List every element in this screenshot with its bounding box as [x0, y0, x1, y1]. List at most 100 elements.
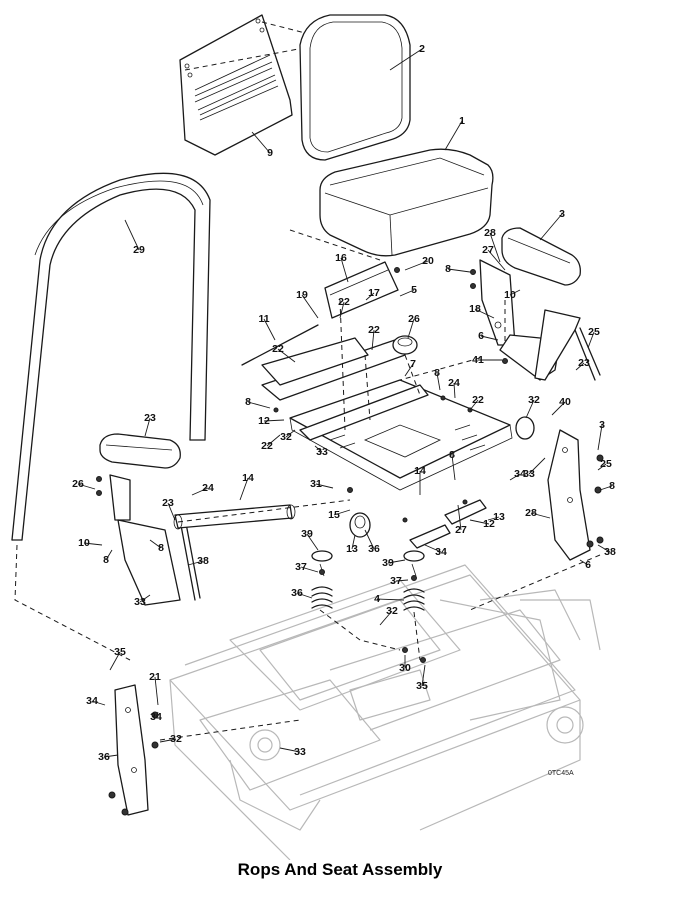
callout-leader	[597, 544, 611, 553]
callout-leader	[239, 477, 249, 501]
callout-label: 29	[133, 244, 145, 256]
callout-label: 24	[202, 482, 214, 494]
callout-leader	[301, 294, 319, 319]
callout-label: 39	[382, 557, 394, 569]
callout-label: 33	[134, 596, 146, 608]
callout-leader	[424, 544, 442, 553]
rops-mount-right	[547, 429, 591, 561]
callout-leader	[155, 711, 159, 718]
callout-leader	[575, 362, 585, 371]
callout-label: 21	[149, 671, 161, 683]
callout-label: 24	[448, 377, 460, 389]
callout-leader	[340, 257, 349, 283]
callout-leader	[404, 363, 414, 377]
callout-leader	[83, 542, 103, 546]
callout-label: 41	[472, 354, 484, 366]
slide-bar	[173, 504, 296, 530]
callout-leader	[139, 594, 151, 603]
callout-leader	[447, 268, 471, 273]
callout-leader	[144, 417, 151, 437]
callout-leader	[528, 457, 546, 475]
callout-label: 13	[493, 511, 505, 523]
callout-leader	[296, 592, 313, 599]
callout-leader	[480, 335, 499, 341]
callout-leader	[314, 445, 323, 453]
callout-label: 32	[528, 394, 540, 406]
callout-label: 37	[390, 575, 402, 587]
callout-leader	[404, 260, 429, 271]
seat-back-cushion	[299, 14, 411, 161]
callout-label: 38	[197, 555, 209, 567]
rod	[241, 324, 319, 366]
callout-leader	[379, 610, 393, 626]
callout-label: 8	[609, 480, 615, 492]
callout-label: 40	[559, 396, 571, 408]
callout-label: 35	[416, 680, 428, 692]
callout-label: 13	[346, 543, 358, 555]
callout-label: 2	[419, 43, 425, 55]
rops-mount-left	[114, 684, 149, 816]
callout-leader	[279, 747, 301, 753]
callout-leader	[109, 651, 121, 671]
callout-label: 8	[434, 367, 440, 379]
callout-label: 22	[272, 343, 284, 355]
callout-label: 3	[599, 419, 605, 431]
callout-leader	[530, 512, 551, 519]
callout-label: 32	[280, 431, 292, 443]
callout-label: 22	[368, 324, 380, 336]
callout-label: 9	[267, 147, 273, 159]
callout-leader	[487, 516, 500, 521]
callout-leader	[389, 48, 423, 71]
callout-label: 33	[294, 746, 306, 758]
callout-leader	[263, 318, 276, 341]
callout-leader	[364, 529, 375, 550]
callout-leader	[489, 232, 501, 263]
callout-leader	[399, 289, 415, 297]
callout-leader	[266, 434, 281, 447]
seat-back-pan	[179, 14, 293, 156]
callout-label: 8	[103, 554, 109, 566]
callout-label: 30	[399, 662, 411, 674]
spring-right	[403, 550, 425, 611]
seat-bottom-cushion	[319, 148, 494, 257]
callout-label: 7	[410, 358, 416, 370]
callout-label: 19	[296, 289, 308, 301]
callout-leader	[187, 560, 204, 566]
callout-leader	[91, 700, 106, 706]
callout-leader	[149, 539, 162, 549]
callout-leader	[587, 331, 595, 349]
seat-switch	[392, 335, 418, 355]
callout-leader	[395, 579, 409, 582]
callout-label: 38	[604, 546, 616, 558]
callout-leader	[333, 509, 351, 516]
callout-leader	[407, 318, 415, 339]
callout-label: 22	[261, 440, 273, 452]
callout-leader	[376, 598, 405, 601]
callout-label: 37	[295, 561, 307, 573]
bumper-right	[515, 416, 535, 440]
callout-label: 16	[335, 252, 347, 264]
callout-label: 27	[482, 244, 494, 256]
callout-leader	[306, 533, 319, 551]
callout-leader	[315, 483, 334, 489]
spring-left	[311, 550, 333, 609]
callout-leader	[103, 754, 119, 758]
callout-leader	[509, 473, 521, 481]
mower-frame-ghost	[169, 564, 601, 860]
parts-diagram: 2912932827810201619221751811266254122227…	[11, 14, 616, 860]
callout-label: 3	[559, 208, 565, 220]
callout-leader	[525, 399, 535, 419]
roller-right	[444, 499, 487, 525]
callout-label: 23	[144, 412, 156, 424]
callout-label: 26	[72, 478, 84, 490]
seat-hinge-plate	[324, 261, 399, 319]
callout-label: 35	[114, 646, 126, 658]
hardware	[96, 267, 604, 816]
assembly-lines	[14, 229, 601, 741]
callout-leader	[365, 292, 375, 301]
callout-label: 34	[150, 711, 162, 723]
callout-label: 32	[386, 605, 398, 617]
callout-label: 36	[368, 543, 380, 555]
callout-label: 22	[472, 394, 484, 406]
callout-leader	[77, 483, 96, 490]
